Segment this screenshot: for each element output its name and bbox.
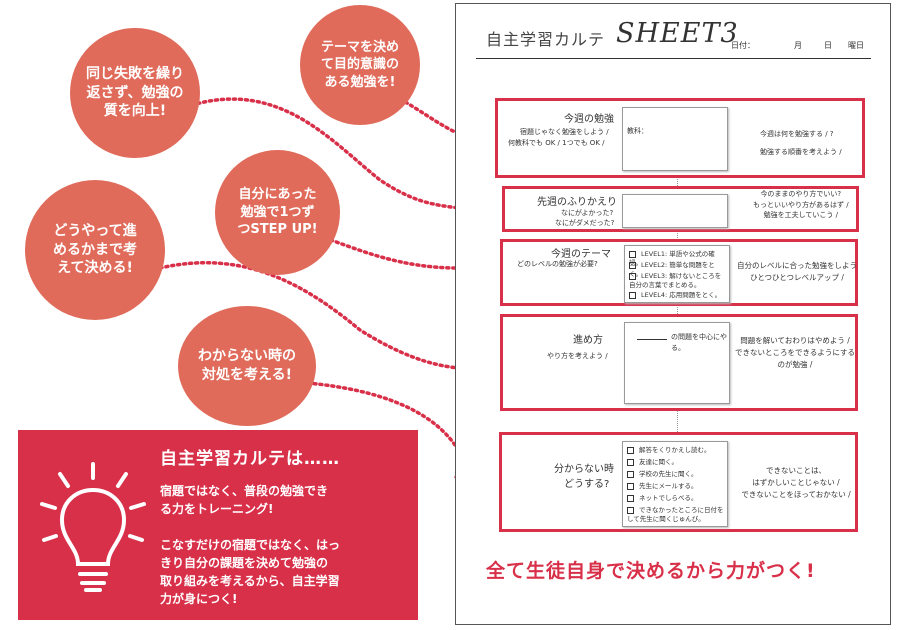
bubble-quality: 同じ失敗を繰り 返さず、勉強の 質を向上! — [70, 28, 200, 158]
blank-line — [637, 339, 667, 340]
checkbox[interactable] — [627, 470, 634, 478]
section-title: 進め方 — [573, 335, 603, 346]
stuck-option-1[interactable]: 解答をくりかえし読む。 — [627, 446, 725, 455]
section-title: 今週のテーマ — [551, 249, 611, 260]
level-checklist: LEVEL1: 単語や公式の確認。 LEVEL2: 簡単な問題をとく。 LEVE… — [624, 245, 730, 303]
summary-panel: 自主学習カルテは…… 宿題ではなく、普段の勉強でき る力をトレーニング! こなす… — [18, 430, 418, 620]
stuck-option-2[interactable]: 友達に聞く。 — [627, 458, 725, 467]
section-theme: 今週のテーマ どのレベルの勉強が必要? LEVEL1: 単語や公式の確認。 LE… — [500, 239, 858, 306]
section-title-1: 分からない時 — [554, 464, 614, 475]
checkbox[interactable] — [629, 250, 636, 258]
panel-text-1: 宿題ではなく、普段の勉強でき る力をトレーニング! — [160, 484, 329, 516]
section-right-1: 今週は何を勉強する / ? — [760, 130, 834, 138]
section-this-week: 今週の勉強 宿題じゃなく勉強をしよう / 何教科でも OK / 1つでも OK … — [495, 98, 865, 178]
sheet-footer: 全て生徒自身で決めるから力がつく! — [486, 560, 816, 582]
subject-label: 教科： — [627, 127, 648, 135]
checkbox[interactable] — [627, 482, 634, 490]
section-right: 今のままのやり方でいい? もっといいやり方があるはず / 勉強を工夫していこう … — [753, 190, 849, 219]
sheet-number: SHEET3 — [616, 18, 739, 49]
lightbulb-icon — [40, 462, 146, 592]
stuck-option-3[interactable]: 学校の先生に聞く。 — [627, 470, 725, 479]
review-input-box[interactable] — [622, 194, 728, 228]
checkbox[interactable] — [629, 291, 636, 299]
title-rule — [476, 58, 871, 59]
subject-input-box[interactable]: 教科： — [622, 107, 728, 171]
section-right: 問題を解いておわりはやめよう / できないところをできるようにする のが勉強 / — [735, 336, 855, 369]
section-when-stuck: 分からない時 どうする? 解答をくりかえし読む。 友達に聞く。 学校の先生に聞く… — [499, 432, 858, 532]
section-title: 今週の勉強 — [564, 114, 614, 125]
sheet-title: 自主学習カルテ — [486, 30, 606, 49]
method-label: の問題を中心にやる。 — [671, 333, 727, 352]
date-month: 月 — [794, 41, 802, 50]
section-sub: やり方を考えよう / — [547, 352, 608, 360]
arrow-path-3 — [323, 236, 460, 270]
checkbox[interactable] — [629, 261, 636, 269]
panel-title: 自主学習カルテは…… — [160, 449, 340, 469]
bubble-theme: テーマを決め て目的意識の ある勉強を! — [300, 5, 420, 125]
checkbox[interactable] — [629, 272, 636, 280]
section-right-2: 勉強する順番を考えよう / — [760, 148, 842, 156]
section-how-to-proceed: 進め方 やり方を考えよう / の問題を中心にやる。 問題を解いておわりはやめよう… — [500, 314, 858, 411]
section-sub-1: 宿題じゃなく勉強をしよう / — [520, 128, 609, 136]
stuck-option-4[interactable]: 先生にメールする。 — [627, 482, 725, 491]
section-sub-2: 何教科でも OK / 1つでも OK / — [508, 139, 605, 147]
level-option-3[interactable]: LEVEL3: 解けないところを自分の言葉でまとめる。 — [629, 272, 722, 290]
checkbox[interactable] — [627, 446, 634, 454]
stuck-option-5[interactable]: ネットでしらべる。 — [627, 494, 725, 503]
section-last-week-review: 先週のふりかえり なにがよかった? なにがダメだった? 今のままのやり方でいい?… — [502, 186, 859, 232]
stuck-option-6[interactable]: できなかったところに日付をして先生に聞くじゅんび。 — [627, 506, 724, 524]
checkbox[interactable] — [627, 458, 634, 466]
section-sub-1: なにがよかった? — [561, 209, 614, 217]
checkbox[interactable] — [627, 494, 634, 502]
section-right: 自分のレベルに合った勉強をしよう ひとつひとつレベルアップ / — [737, 261, 857, 282]
checkbox[interactable] — [627, 506, 634, 514]
section-right: できないことは、 はずかしいことじゃない / できないことをほっておかない / — [741, 466, 851, 499]
section-sub-2: なにがダメだった? — [555, 219, 615, 227]
method-input-box[interactable]: の問題を中心にやる。 — [624, 322, 730, 404]
section-sub: どのレベルの勉強が必要? — [517, 260, 598, 268]
date-label: 日付： — [731, 41, 755, 50]
level-option-4[interactable]: LEVEL4: 応用問題をとく。 — [629, 291, 727, 300]
bubble-when-stuck: わからない時の 対処を考える! — [178, 306, 316, 426]
panel-text-2: こなすだけの宿題ではなく、はっ きり自分の課題を決めて勉強の 取り組みを考えるか… — [160, 538, 341, 606]
bubble-step-up: 自分にあった 勉強で1つず つSTEP UP! — [215, 150, 340, 275]
section-title-2: どうする? — [564, 479, 610, 490]
date-weekday: 曜日 — [848, 41, 864, 50]
bubble-how-to-proceed: どうやって進 めるかまで考 えて決める! — [25, 180, 165, 320]
section-title: 先週のふりかえり — [537, 197, 617, 208]
stuck-checklist: 解答をくりかえし読む。 友達に聞く。 学校の先生に聞く。 先生にメールする。 ネ… — [622, 441, 728, 527]
date-day: 日 — [824, 41, 832, 50]
